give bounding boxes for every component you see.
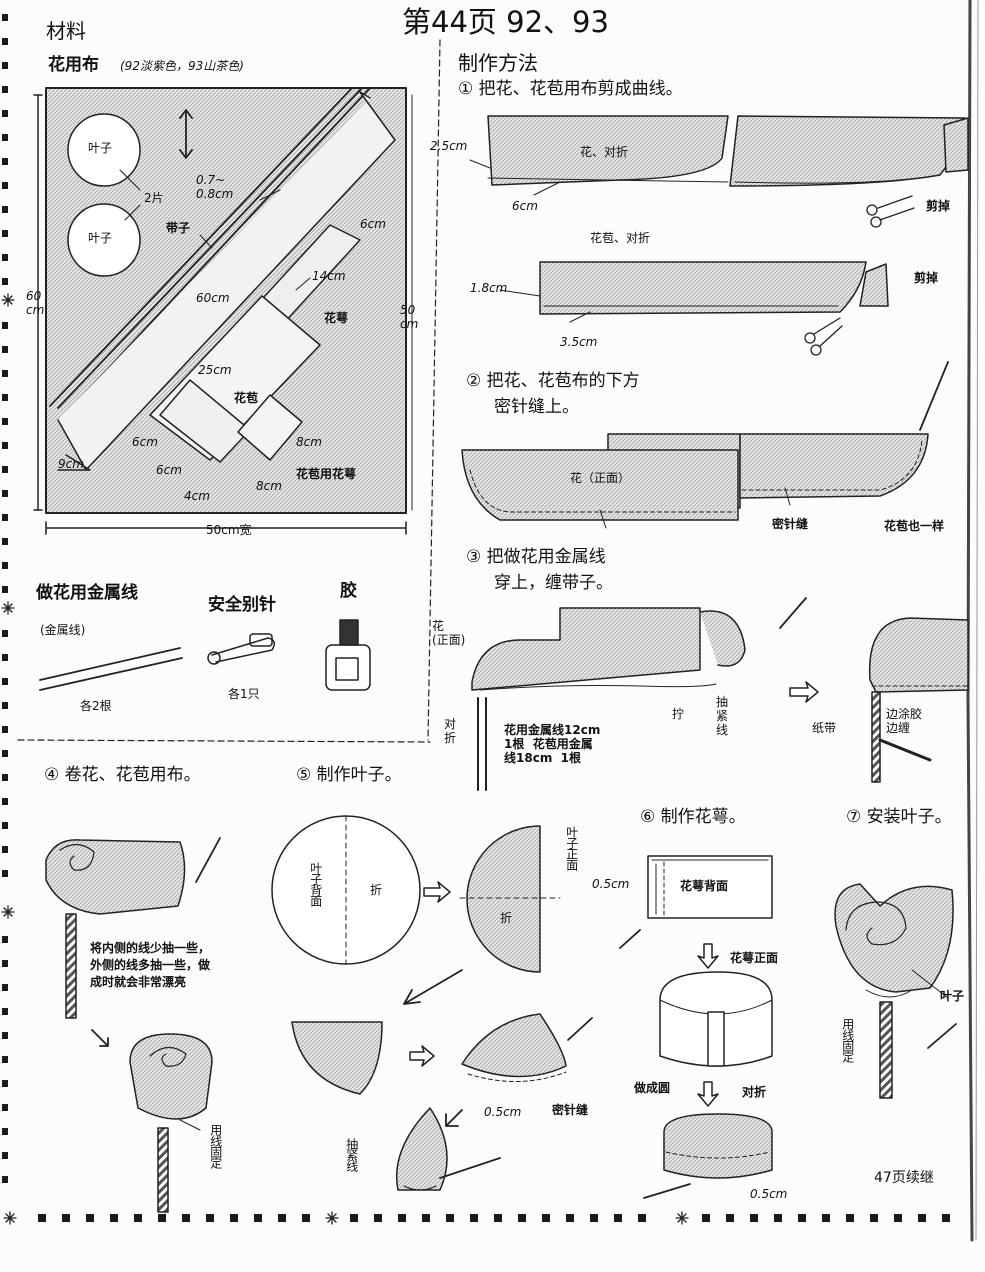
fabric-subtitle: (92淡紫色，93山茶色) [120, 59, 244, 73]
scissors-drawings [804, 195, 915, 356]
step7-fix-label: 用线固定 [840, 1018, 855, 1062]
step3-pull-thread: 抽 紧 线 [716, 695, 729, 737]
dim-6cm-b: 6cm [132, 435, 158, 449]
page-binding-edge [966, 0, 974, 1242]
step3-text-b: 穿上，缠带子。 [494, 573, 613, 593]
safety-pin-drawing [207, 633, 275, 665]
step7-title: ⑦ 安装叶子。 [846, 807, 952, 827]
step3-paper-tape: 纸带 [812, 721, 837, 735]
step3-gathered-strip [471, 597, 819, 791]
step6-title: ⑥ 制作花萼。 [640, 807, 746, 827]
step4-title: ④ 卷花、花苞用布。 [44, 765, 201, 785]
dim-8cm-b: 8cm [256, 479, 282, 493]
dim-25cm: 25cm [198, 363, 232, 377]
step1-dim-6cm: 6cm [512, 199, 538, 213]
step6-dim-0-5cm-b: 0.5cm [750, 1187, 788, 1201]
wire-drawing [39, 647, 183, 691]
step1-flower-label: 花、对折 [580, 145, 629, 159]
wire-title: 做花用金属线 [36, 583, 138, 603]
glue-title: 胶 [340, 581, 357, 601]
step2-strips [461, 361, 949, 529]
dim-6cm-c: 6cm [156, 463, 182, 477]
dim-4cm: 4cm [184, 489, 210, 503]
pin-title: 安全别针 [208, 595, 276, 615]
step6-fold-label: 对折 [742, 1085, 767, 1099]
step5-pull-thread: 抽紧线 [344, 1138, 359, 1171]
step1-flower-strip [469, 115, 969, 196]
asterisk-marks [1, 293, 689, 1225]
step5-leaf-back: 叶子背面 [308, 862, 323, 906]
step6-calyx-back: 花萼背面 [680, 879, 729, 893]
two-pieces-label: 2片 [144, 191, 164, 205]
leaf-label-2: 叶子 [88, 231, 113, 245]
step3-flower-front: 花 (正面) [432, 619, 466, 647]
fabric-title: 花用布 [48, 55, 99, 75]
page-title: 第44页 92、93 [402, 5, 609, 39]
step5-dim-0-5cm: 0.5cm [484, 1105, 522, 1119]
step3-glue-wrap: 边涂胶 边缠 [886, 707, 923, 735]
step6-calyx-front: 花萼正面 [730, 951, 779, 965]
fabric-layout-diagram [33, 87, 413, 535]
step7-leaf-label: 叶子 [940, 989, 965, 1003]
step3-twist: 拧 [672, 707, 685, 721]
step1-text: ① 把花、花苞用布剪成曲线。 [458, 79, 683, 99]
step6-calyx-steps [619, 855, 773, 1199]
materials-heading: 材料 [46, 19, 86, 43]
ribbon-label: 带子 [166, 221, 191, 235]
step4-fix-label: 用线固定 [208, 1124, 223, 1168]
wire-qty: 各2根 [80, 699, 112, 713]
step5-fold-1: 折 [370, 883, 383, 897]
step2-stitch-label: 密针缝 [772, 517, 809, 531]
step3-wrapped-strip [868, 617, 969, 783]
step6-dim-0-5cm-a: 0.5cm [592, 877, 630, 891]
step2-same-label: 花苞也一样 [884, 519, 945, 533]
step5-fold-2: 折 [500, 911, 513, 925]
dim-8cm-a: 8cm [296, 435, 322, 449]
step5-leaf-steps [271, 815, 593, 1191]
dim-right-50cm: 50 cm [400, 303, 419, 331]
step1-cut-2: 剪掉 [914, 271, 939, 285]
dim-left-60cm: 60 cm [26, 289, 45, 317]
divider-horizontal [17, 739, 431, 743]
dim-bottom-50cm: 50cm宽 [206, 523, 252, 537]
step5-leaf-front: 叶子正面 [564, 826, 579, 870]
calyx-label: 花萼 [324, 311, 349, 325]
method-title: 制作方法 [458, 51, 538, 75]
step1-dim-2-5cm: 2.5cm [430, 139, 468, 153]
leaf-label-1: 叶子 [88, 141, 113, 155]
step2-flower-front: 花（正面） [570, 471, 631, 485]
step3-fold: 对 折 [444, 717, 457, 745]
step5-stitch: 密针缝 [552, 1103, 589, 1117]
step1-bract-label: 花苞、对折 [590, 231, 651, 245]
step1-dim-3-5cm: 3.5cm [560, 335, 598, 349]
ribbon-width-label: 0.7~ 0.8cm [196, 173, 234, 201]
step2-text-b: 密针缝上。 [494, 397, 579, 417]
glue-bottle-drawing [325, 619, 371, 691]
pin-qty: 各1只 [228, 687, 260, 701]
step5-title: ⑤ 制作叶子。 [296, 765, 402, 785]
divider-vertical [427, 39, 441, 741]
continued-note: 47页续继 [874, 1170, 934, 1186]
dim-9cm: 9cm [58, 457, 84, 471]
dim-60cm: 60cm [196, 291, 230, 305]
bract-label: 花苞 [234, 391, 259, 405]
step1-dim-1-8cm: 1.8cm [470, 281, 508, 295]
step4-rolled-flower [45, 837, 221, 1213]
dim-14cm: 14cm [312, 269, 346, 283]
step4-note: 将内侧的线少抽一些， 外侧的线多抽一些，做 成时就会非常漂亮 [90, 941, 211, 989]
step3-wire-label: 花用金属线12cm 1根 花苞用金属 线18cm 1根 [504, 723, 601, 765]
step1-cut-1: 剪掉 [926, 199, 951, 213]
step7-assembled-rose [834, 883, 957, 1099]
binding-holes [2, 14, 950, 1222]
dim-6cm-a: 6cm [360, 217, 386, 231]
bract-calyx-label: 花苞用花萼 [296, 467, 357, 481]
step2-text-a: ② 把花、花苞布的下方 [466, 371, 640, 391]
step1-bract-strip [499, 261, 889, 323]
step6-ring-label: 做成圆 [634, 1081, 671, 1095]
step3-text-a: ③ 把做花用金属线 [466, 547, 606, 567]
wire-subtitle: (金属线) [40, 623, 86, 637]
